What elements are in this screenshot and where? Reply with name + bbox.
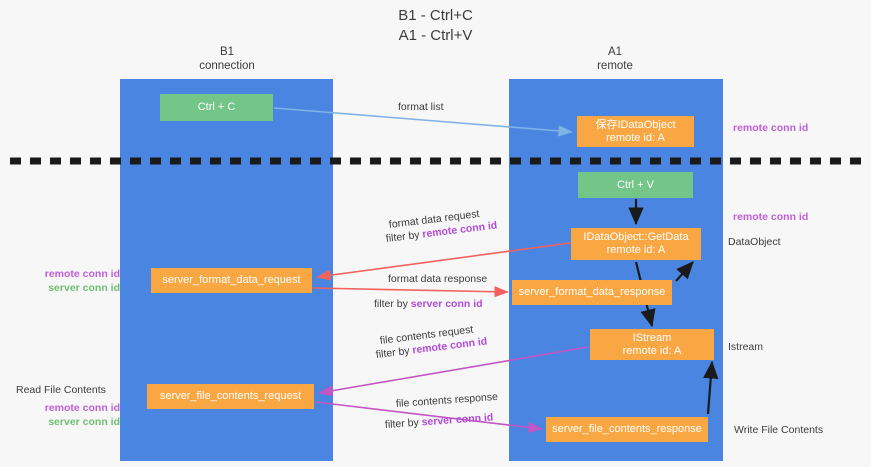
side-label-istream-text: Istream <box>728 341 764 353</box>
page-title: B1 - Ctrl+C A1 - Ctrl+V <box>0 6 871 46</box>
node-dataobject-line1: 保存IDataObject <box>595 118 676 131</box>
node-getdata-line1: IDataObject::GetData <box>583 231 689 243</box>
node-ctrl-c[interactable]: Ctrl + C <box>160 94 273 121</box>
side-label-conn-ids-bottom: remote conn id server conn id <box>20 402 120 429</box>
side-label-remote-conn-id-mid-text: remote conn id <box>733 211 809 223</box>
title-line-2: A1 - Ctrl+V <box>398 27 473 44</box>
side-label-remote-conn-id-top: remote conn id <box>733 122 808 136</box>
edge-label-format-data-request: format data request <box>388 207 481 231</box>
node-server-format-data-response-label: server_format_data_response <box>518 286 666 298</box>
edge-label-format-data-response: format data response <box>388 273 488 285</box>
edge-label-format-data-request-filter: filter by remote conn id <box>385 219 498 246</box>
side-label-remote-conn-id-top-text: remote conn id <box>733 122 809 134</box>
side-label-read-file-contents-text: Read File Contents <box>16 384 106 396</box>
node-server-format-data-response[interactable]: server_format_data_response <box>512 280 672 305</box>
node-dataobject-line2: remote id: A <box>606 131 665 144</box>
edge-label-file-contents-request-filter: filter by remote conn id <box>375 335 488 362</box>
side-label-server-conn-id-left: server conn id <box>48 281 120 294</box>
filter-key-remote-conn-id: remote conn id <box>411 335 488 357</box>
side-label-remote-conn-id-left: remote conn id <box>44 268 120 280</box>
side-label-read-file-contents: Read File Contents <box>16 384 106 398</box>
arrow-format-data-response <box>312 286 509 298</box>
filter-prefix: filter by <box>375 344 414 361</box>
edge-label-format-list: format list <box>398 101 444 113</box>
node-getdata[interactable]: IDataObject::GetData remote id: A <box>571 228 701 260</box>
filter-key-server-conn-id: server conn id <box>421 411 494 429</box>
side-label-server-conn-id-left-2: server conn id <box>48 415 120 428</box>
node-server-format-data-request[interactable]: server_format_data_request <box>151 268 312 293</box>
column-header-b1-name: B1 <box>219 46 235 58</box>
edge-label-format-data-response-filter: filter by server conn id <box>374 298 483 311</box>
node-server-file-contents-response-label: server_file_contents_response <box>552 423 702 435</box>
edge-label-file-contents-request: file contents request <box>379 323 474 347</box>
column-header-a1: A1 remote <box>540 46 690 73</box>
column-header-b1-sub: connection <box>199 59 255 72</box>
edge-label-file-contents-response: file contents response <box>395 390 499 410</box>
node-server-format-data-request-label: server_format_data_request <box>162 274 301 286</box>
filter-prefix: filter by <box>384 416 423 431</box>
side-label-istream: Istream <box>728 341 763 355</box>
side-label-dataobject: DataObject <box>728 236 781 250</box>
node-istream[interactable]: IStream remote id: A <box>590 329 714 360</box>
node-istream-line1: IStream <box>632 331 672 344</box>
side-label-remote-conn-id-mid: remote conn id <box>733 211 808 225</box>
filter-key-server-conn-id: server conn id <box>410 298 483 310</box>
node-ctrl-v[interactable]: Ctrl + V <box>578 172 693 198</box>
edge-label-file-contents-response-filter: filter by server conn id <box>385 411 494 432</box>
node-server-file-contents-request[interactable]: server_file_contents_request <box>147 384 314 409</box>
filter-key-remote-conn-id: remote conn id <box>421 219 498 241</box>
column-header-a1-sub: remote <box>597 59 633 72</box>
node-ctrl-v-line1: Ctrl + V <box>617 178 654 191</box>
title-line-1: B1 - Ctrl+C <box>398 7 473 24</box>
side-label-dataobject-text: DataObject <box>728 236 781 248</box>
node-dataobject[interactable]: 保存IDataObject remote id: A <box>577 116 694 147</box>
filter-prefix: filter by <box>385 228 424 245</box>
node-istream-line2: remote id: A <box>622 344 682 357</box>
side-label-remote-conn-id-left-2: remote conn id <box>44 402 120 414</box>
node-server-file-contents-request-label: server_file_contents_request <box>159 390 302 402</box>
node-ctrl-c-line1: Ctrl + C <box>197 101 236 113</box>
side-label-conn-ids-mid: remote conn id server conn id <box>20 268 120 295</box>
node-server-file-contents-response[interactable]: server_file_contents_response <box>546 417 708 442</box>
side-label-write-file-contents-text: Write File Contents <box>734 424 824 436</box>
side-label-write-file-contents: Write File Contents <box>734 424 823 438</box>
filter-prefix: filter by <box>374 298 411 310</box>
column-header-a1-name: A1 <box>607 46 623 58</box>
node-getdata-line2: remote id: A <box>606 244 666 256</box>
column-header-b1: B1 connection <box>152 46 302 73</box>
